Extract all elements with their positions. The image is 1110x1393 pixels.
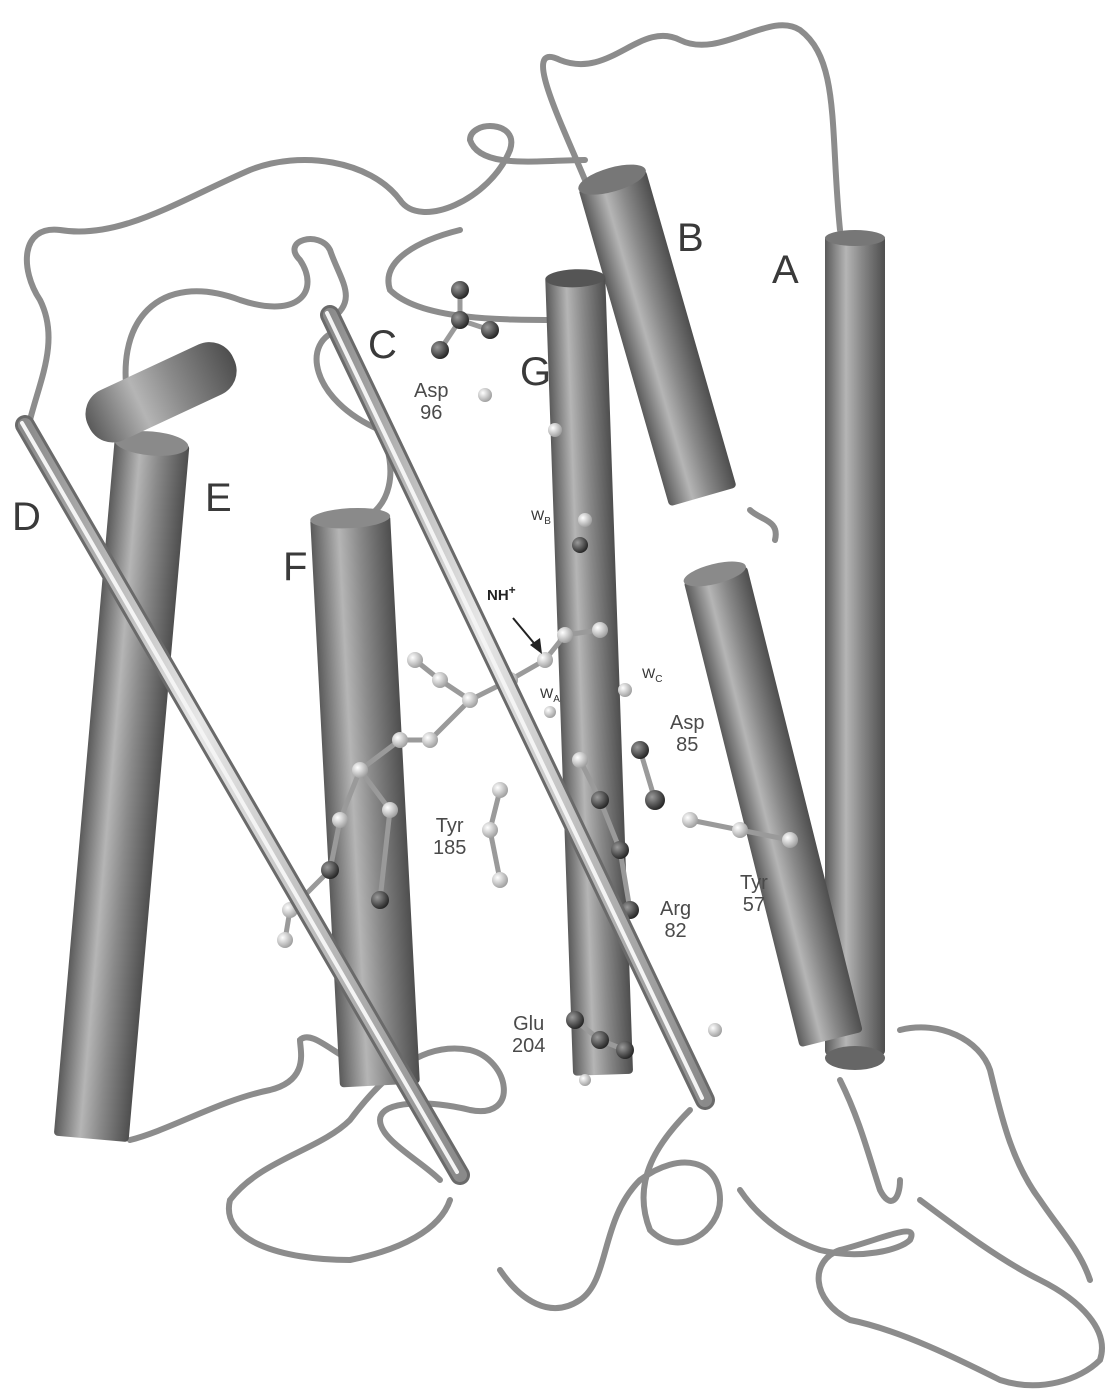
helix-label-f: F [283, 547, 307, 587]
helix-e [54, 428, 191, 1142]
nh-plus-label: NH+ [487, 583, 516, 604]
helix-label-a: A [772, 250, 799, 290]
helix-label-b: B [677, 218, 704, 258]
helix-label-g: G [520, 352, 551, 392]
helix-label-d: D [12, 497, 41, 537]
helix-g [545, 268, 633, 1076]
nh-arrow [513, 618, 542, 654]
water-label-c: WC [642, 665, 662, 685]
water-label-b: WB [531, 507, 551, 527]
water-label-a: WA [540, 685, 560, 705]
helix-label-c: C [368, 325, 397, 365]
helix-label-e: E [205, 478, 232, 518]
